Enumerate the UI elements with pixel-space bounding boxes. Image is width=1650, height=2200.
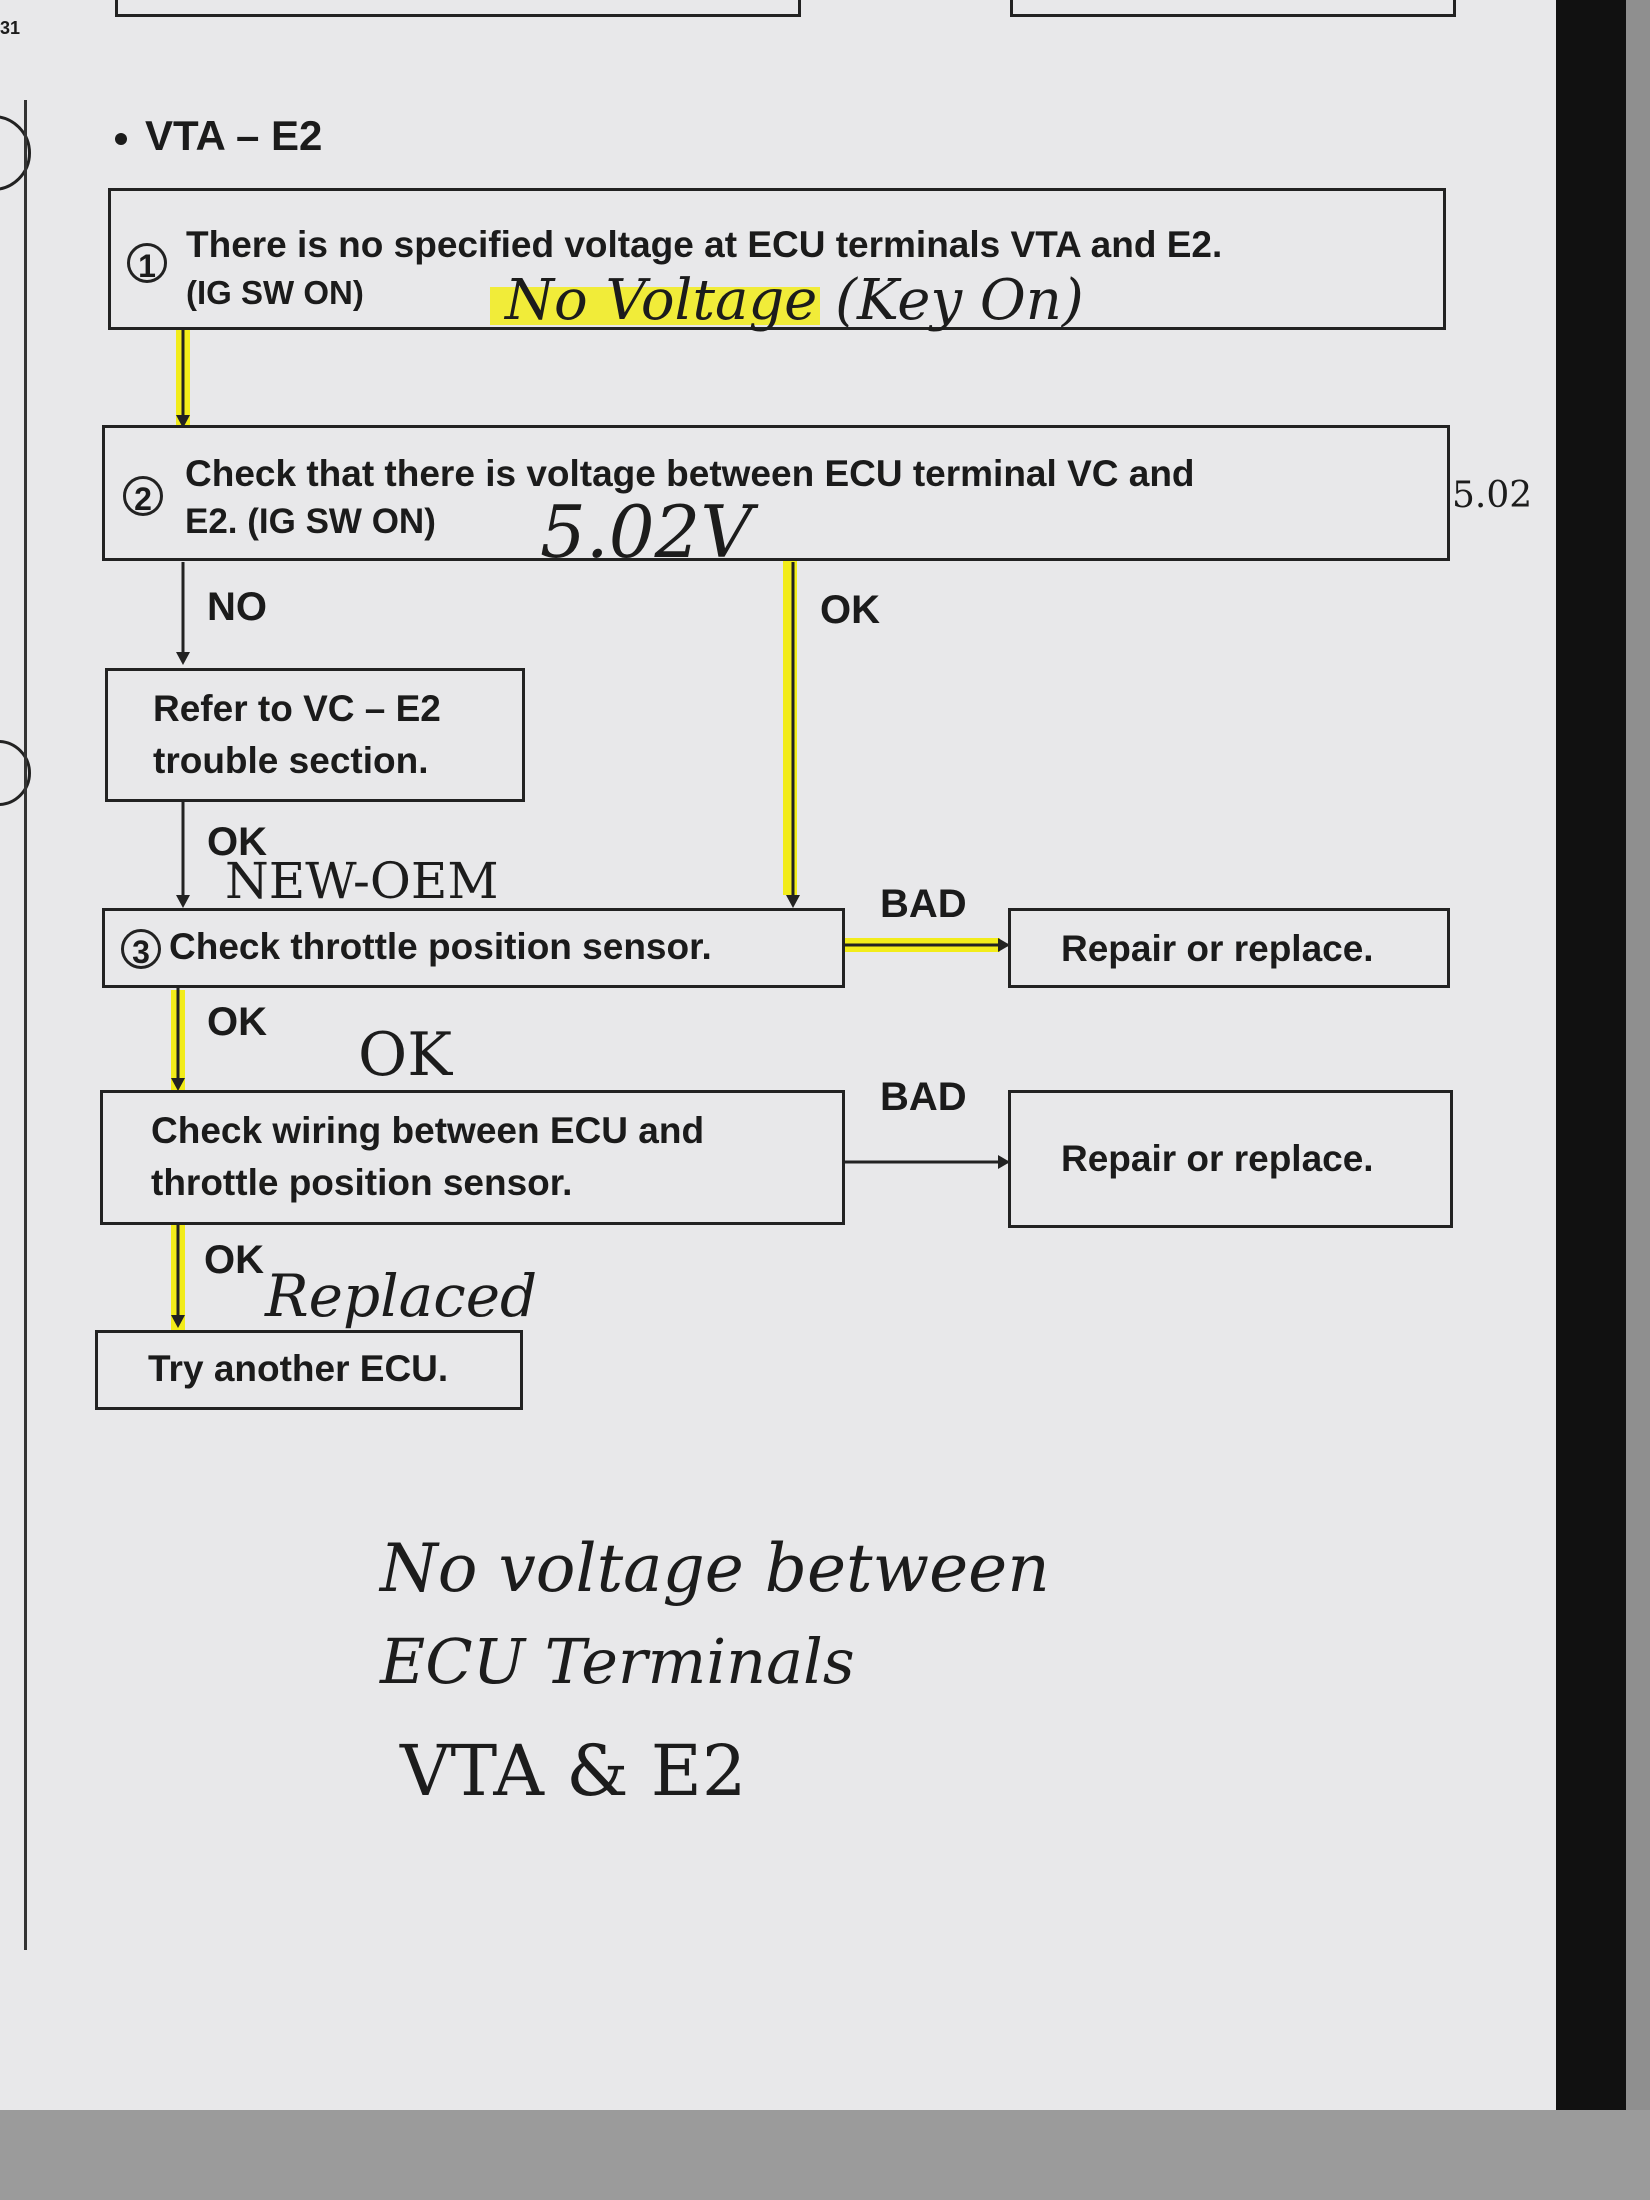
flow-connectors: [171, 330, 1010, 1330]
try-ecu-box: Try another ECU.: [95, 1330, 523, 1410]
step2-line1: Check that there is voltage between ECU …: [185, 453, 1195, 494]
note-line-1: No voltage between: [380, 1530, 1050, 1607]
refer-line2: trouble section.: [153, 740, 429, 781]
repair-box-2: Repair or replace.: [1008, 1090, 1453, 1228]
repair-text-1: Repair or replace.: [1061, 928, 1374, 969]
hand-replaced: Replaced: [265, 1262, 538, 1330]
heading-text: VTA – E2: [145, 112, 323, 159]
label-ok-right: OK: [820, 588, 880, 632]
hand-reading: 5.02V: [540, 490, 753, 574]
top-margin-number: 31: [0, 18, 21, 38]
page-edge-shadow: [1556, 0, 1626, 2200]
bottom-surface: [0, 2110, 1650, 2200]
highlight-no-voltage: [490, 287, 820, 325]
left-margin-line: [0, 100, 27, 1950]
label-ok-wiring: OK: [204, 1238, 264, 1282]
top-box-right: [1010, 0, 1456, 17]
wiring-line2: throttle position sensor.: [151, 1162, 573, 1203]
hand-margin-reading: 5.02: [1452, 475, 1533, 516]
step1-number: 1: [127, 243, 167, 284]
step2-number: 2: [123, 476, 163, 517]
step2-box: 2 Check that there is voltage between EC…: [102, 425, 1450, 561]
label-bad2: BAD: [880, 1075, 967, 1119]
label-bad1: BAD: [880, 882, 967, 926]
step2-line2: E2. (IG SW ON): [185, 502, 436, 541]
label-ok-step3: OK: [207, 1000, 267, 1044]
label-no: NO: [207, 585, 267, 629]
bullet: [115, 132, 127, 145]
label-ok-refer: OK: [207, 820, 267, 864]
hand-new-oem: NEW-OEM: [225, 852, 499, 910]
step1-box: 1 There is no specified voltage at ECU t…: [108, 188, 1446, 330]
note-line-2: ECU Terminals: [380, 1625, 855, 1698]
repair-text-2: Repair or replace.: [1061, 1138, 1374, 1179]
note-line-3: VTA & E2: [400, 1730, 747, 1812]
top-box-left: [115, 0, 801, 17]
refer-box: Refer to VC – E2 trouble section.: [105, 668, 525, 802]
refer-line1: Refer to VC – E2: [153, 688, 441, 729]
wiring-box: Check wiring between ECU and throttle po…: [100, 1090, 845, 1225]
heading: VTA – E2: [115, 112, 322, 160]
manual-page: 31 VTA – E2 1 There is no specified volt…: [0, 0, 1560, 2110]
step1-line2: (IG SW ON): [186, 274, 364, 311]
step3-number: 3: [121, 929, 161, 970]
hand-no-voltage: No Voltage (Key On): [505, 268, 1084, 333]
step1-line1: There is no specified voltage at ECU ter…: [186, 224, 1223, 265]
repair-box-1: Repair or replace.: [1008, 908, 1450, 988]
hand-ok-note: OK: [358, 1020, 453, 1090]
try-ecu-text: Try another ECU.: [148, 1348, 449, 1389]
wiring-line1: Check wiring between ECU and: [151, 1110, 705, 1151]
step3-text: Check throttle position sensor.: [169, 926, 712, 967]
